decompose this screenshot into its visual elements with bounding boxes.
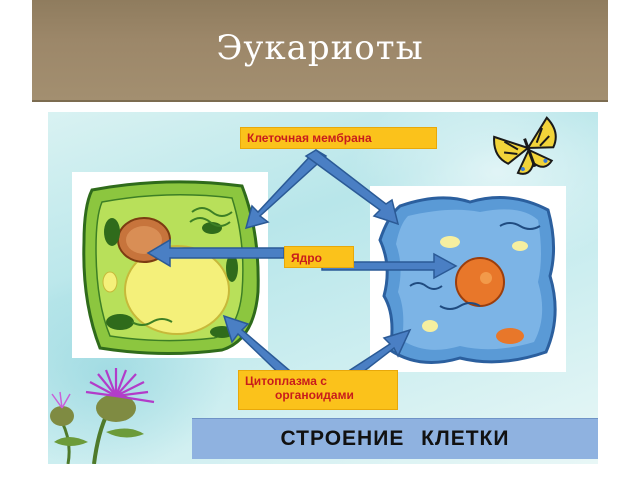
title-banner: СТРОЕНИЕ КЛЕТКИ: [192, 418, 598, 459]
page-title: Эукариоты: [216, 28, 424, 68]
slide-content: Клеточная мембрана Ядро Цитоплазма с орг…: [48, 112, 598, 464]
title-bar: Эукариоты: [32, 0, 608, 102]
animal-cell-drawing: [378, 196, 557, 364]
label-cytoplasm: Цитоплазма с органоидами: [238, 370, 398, 410]
arrow-membrane-right: [304, 149, 400, 226]
arrow-membrane-left: [244, 149, 328, 230]
arrow-nucleus-right: [321, 252, 458, 280]
plant-cell-drawing: [82, 180, 260, 356]
arrow-nucleus-left: [146, 238, 285, 268]
plant-cell-image: [72, 172, 268, 358]
label-cytoplasm-line1: Цитоплазма с: [245, 374, 327, 388]
label-cytoplasm-line2: органоидами: [275, 388, 354, 402]
banner-title: СТРОЕНИЕ КЛЕТКИ: [280, 427, 510, 450]
arrows-layer: [146, 149, 458, 386]
label-nucleus: Ядро: [284, 246, 354, 268]
label-cell-membrane: Клеточная мембрана: [240, 127, 437, 149]
